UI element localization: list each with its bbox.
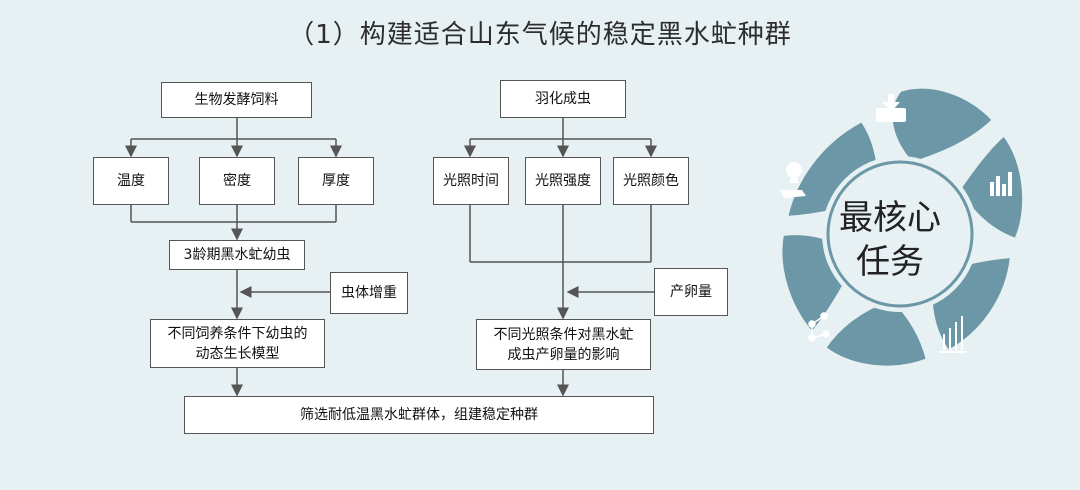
light-effect-line2: 成虫产卵量的影响 bbox=[507, 346, 620, 363]
download-box-icon bbox=[876, 94, 906, 122]
lightbulb-hand-icon bbox=[780, 162, 806, 198]
growth-model-box: 不同饲养条件下幼虫的 动态生长模型 bbox=[150, 319, 325, 368]
feed-box: 生物发酵饲料 bbox=[161, 82, 312, 118]
growth-model-line1: 不同饲养条件下幼虫的 bbox=[167, 325, 308, 342]
factor-light-color-box: 光照颜色 bbox=[613, 157, 689, 205]
adult-emergence-box: 羽化成虫 bbox=[500, 80, 626, 118]
growth-model-line2: 动态生长模型 bbox=[195, 345, 280, 362]
bar-chart-icon bbox=[990, 172, 1012, 196]
growth-chart-icon bbox=[940, 316, 966, 353]
core-mission-text: 最核心 任务 bbox=[820, 196, 960, 284]
page-title: （1）构建适合山东气候的稳定黑水虻种群 bbox=[288, 20, 792, 50]
factor-light-intensity-box: 光照强度 bbox=[525, 157, 601, 205]
factor-temperature-box: 温度 bbox=[93, 157, 169, 205]
result-box: 筛选耐低温黑水虻群体，组建稳定种群 bbox=[184, 396, 654, 434]
light-effect-line1: 不同光照条件对黑水虻 bbox=[493, 326, 634, 343]
core-pinwheel bbox=[778, 84, 1027, 370]
core-line1: 最核心 bbox=[839, 198, 941, 238]
core-line2: 任务 bbox=[856, 242, 924, 282]
light-effect-box: 不同光照条件对黑水虻 成虫产卵量的影响 bbox=[476, 319, 651, 370]
weight-gain-box: 虫体增重 bbox=[330, 272, 408, 314]
egg-yield-box: 产卵量 bbox=[654, 268, 728, 316]
factor-light-time-box: 光照时间 bbox=[433, 157, 509, 205]
network-icon bbox=[808, 312, 830, 342]
factor-density-box: 密度 bbox=[199, 157, 275, 205]
larvae-box: 3龄期黑水虻幼虫 bbox=[169, 240, 305, 270]
factor-thickness-box: 厚度 bbox=[298, 157, 374, 205]
